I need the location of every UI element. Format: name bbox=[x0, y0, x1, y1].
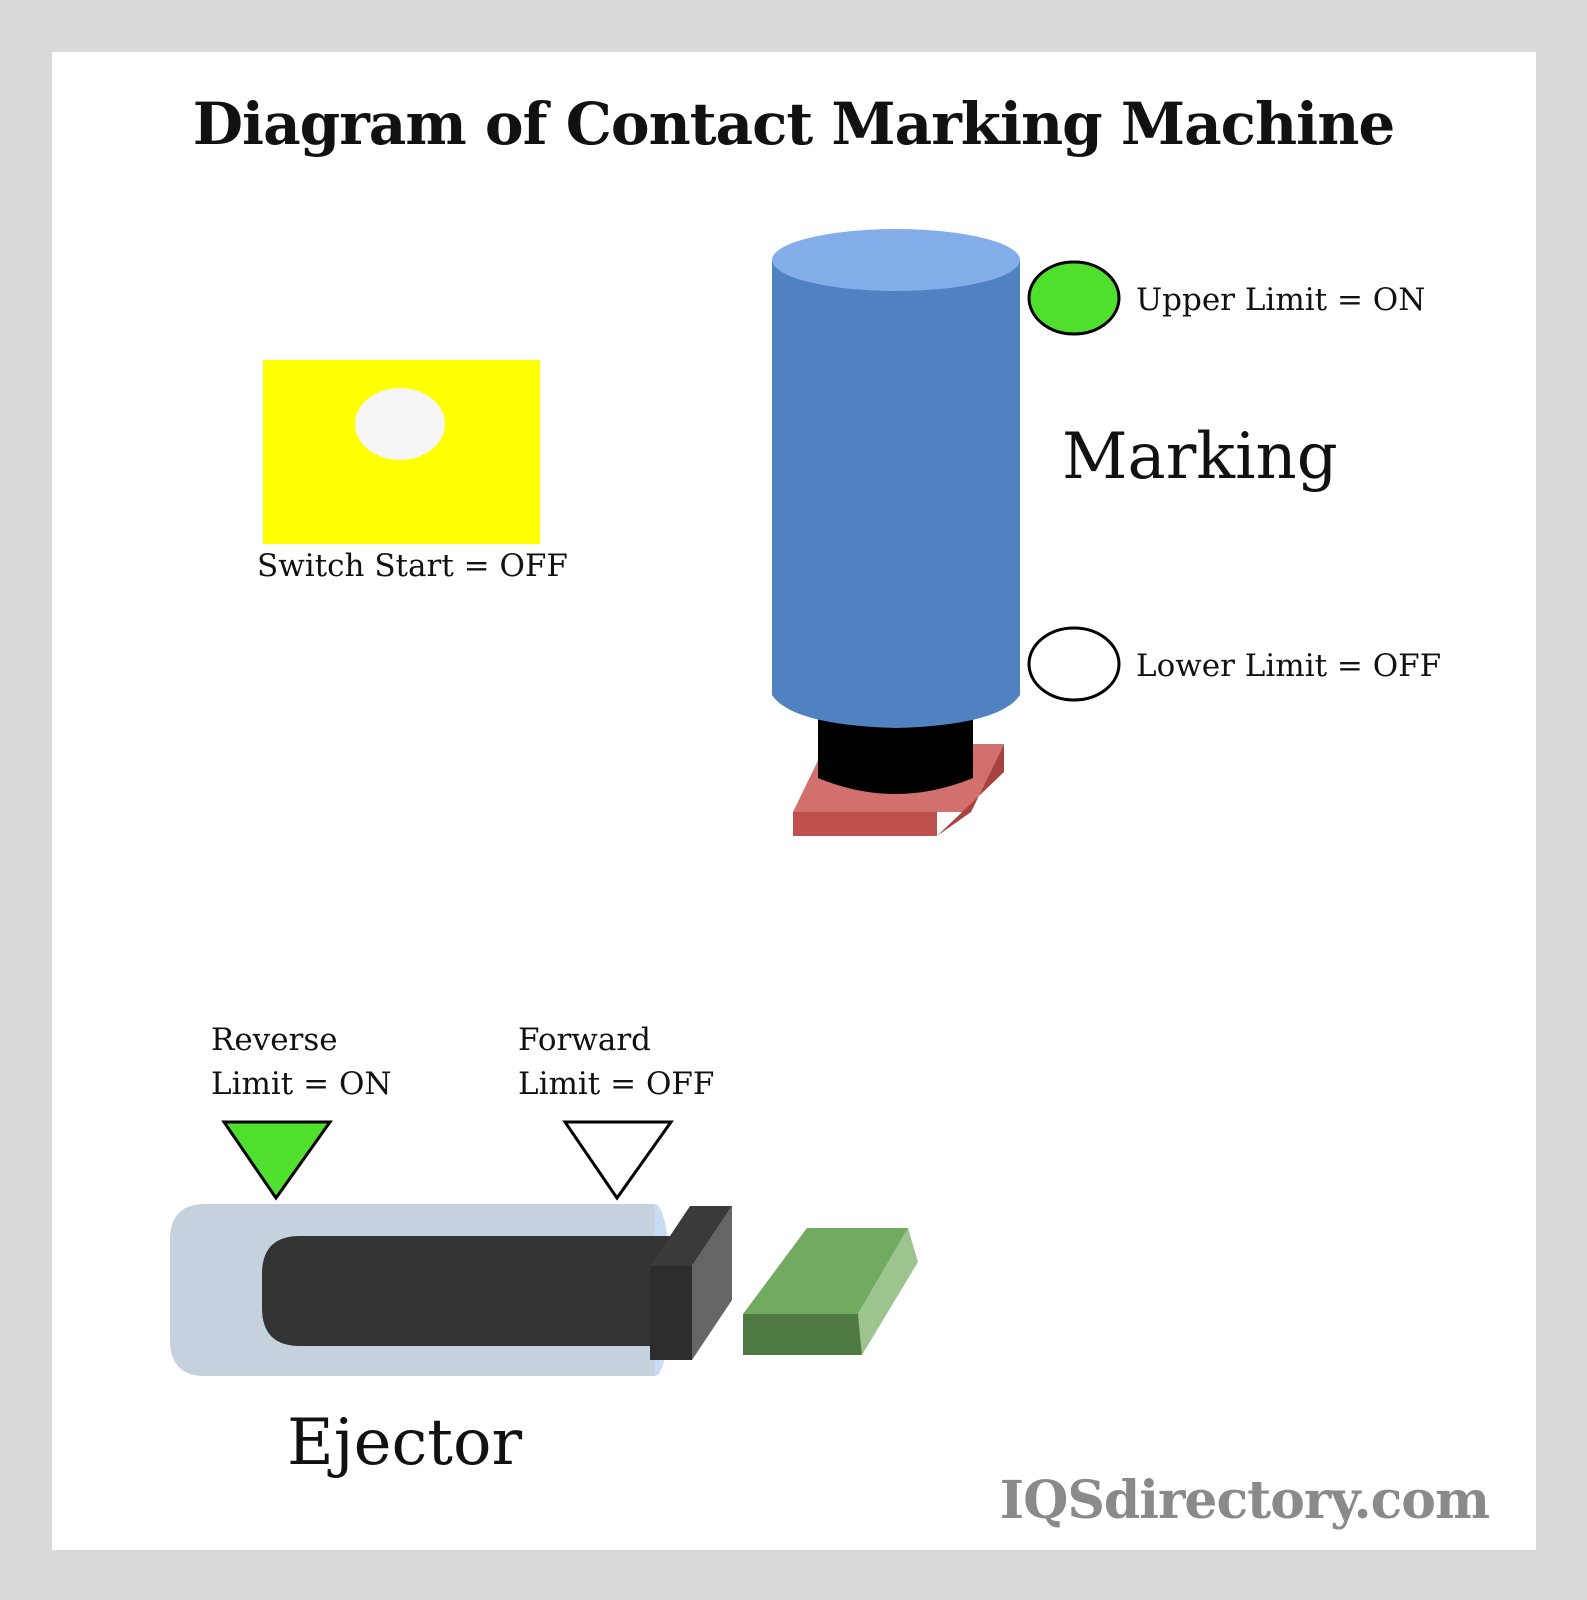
ejector-assembly bbox=[170, 1204, 918, 1376]
forward-limit-indicator-icon bbox=[562, 1120, 674, 1201]
upper-limit-indicator-icon bbox=[1027, 260, 1121, 336]
marking-body-top bbox=[772, 229, 1020, 291]
ejected-part-top bbox=[743, 1228, 908, 1314]
marking-plate-front bbox=[793, 812, 937, 836]
ejector-pusher-top bbox=[650, 1206, 732, 1266]
marking-body bbox=[772, 260, 1020, 728]
forward-limit-label-line2: Limit = OFF bbox=[518, 1066, 715, 1102]
upper-limit-label: Upper Limit = ON bbox=[1136, 282, 1426, 318]
switch-indicator-icon bbox=[355, 388, 445, 460]
ejected-part-front bbox=[743, 1314, 862, 1355]
reverse-limit-label-line1: Reverse bbox=[211, 1022, 338, 1058]
ejector-pusher-front bbox=[650, 1266, 692, 1360]
lower-limit-label: Lower Limit = OFF bbox=[1136, 648, 1442, 684]
brand-watermark: IQSdirectory.com bbox=[999, 1470, 1490, 1531]
switch-start bbox=[263, 360, 540, 544]
forward-limit-label-line1: Forward bbox=[518, 1022, 651, 1058]
marking-cylinder bbox=[772, 229, 1020, 836]
ejector-label: Ejector bbox=[287, 1406, 523, 1480]
switch-start-label: Switch Start = OFF bbox=[257, 548, 568, 584]
lower-limit-indicator-icon bbox=[1027, 626, 1121, 702]
ejector-rod bbox=[262, 1236, 680, 1346]
marking-label: Marking bbox=[1062, 420, 1338, 494]
ejected-part-side bbox=[858, 1228, 918, 1355]
reverse-limit-indicator-icon bbox=[221, 1120, 333, 1201]
page-title: Diagram of Contact Marking Machine bbox=[192, 90, 1396, 158]
reverse-limit-label-line2: Limit = ON bbox=[211, 1066, 392, 1102]
ejector-pusher-side bbox=[692, 1206, 732, 1360]
